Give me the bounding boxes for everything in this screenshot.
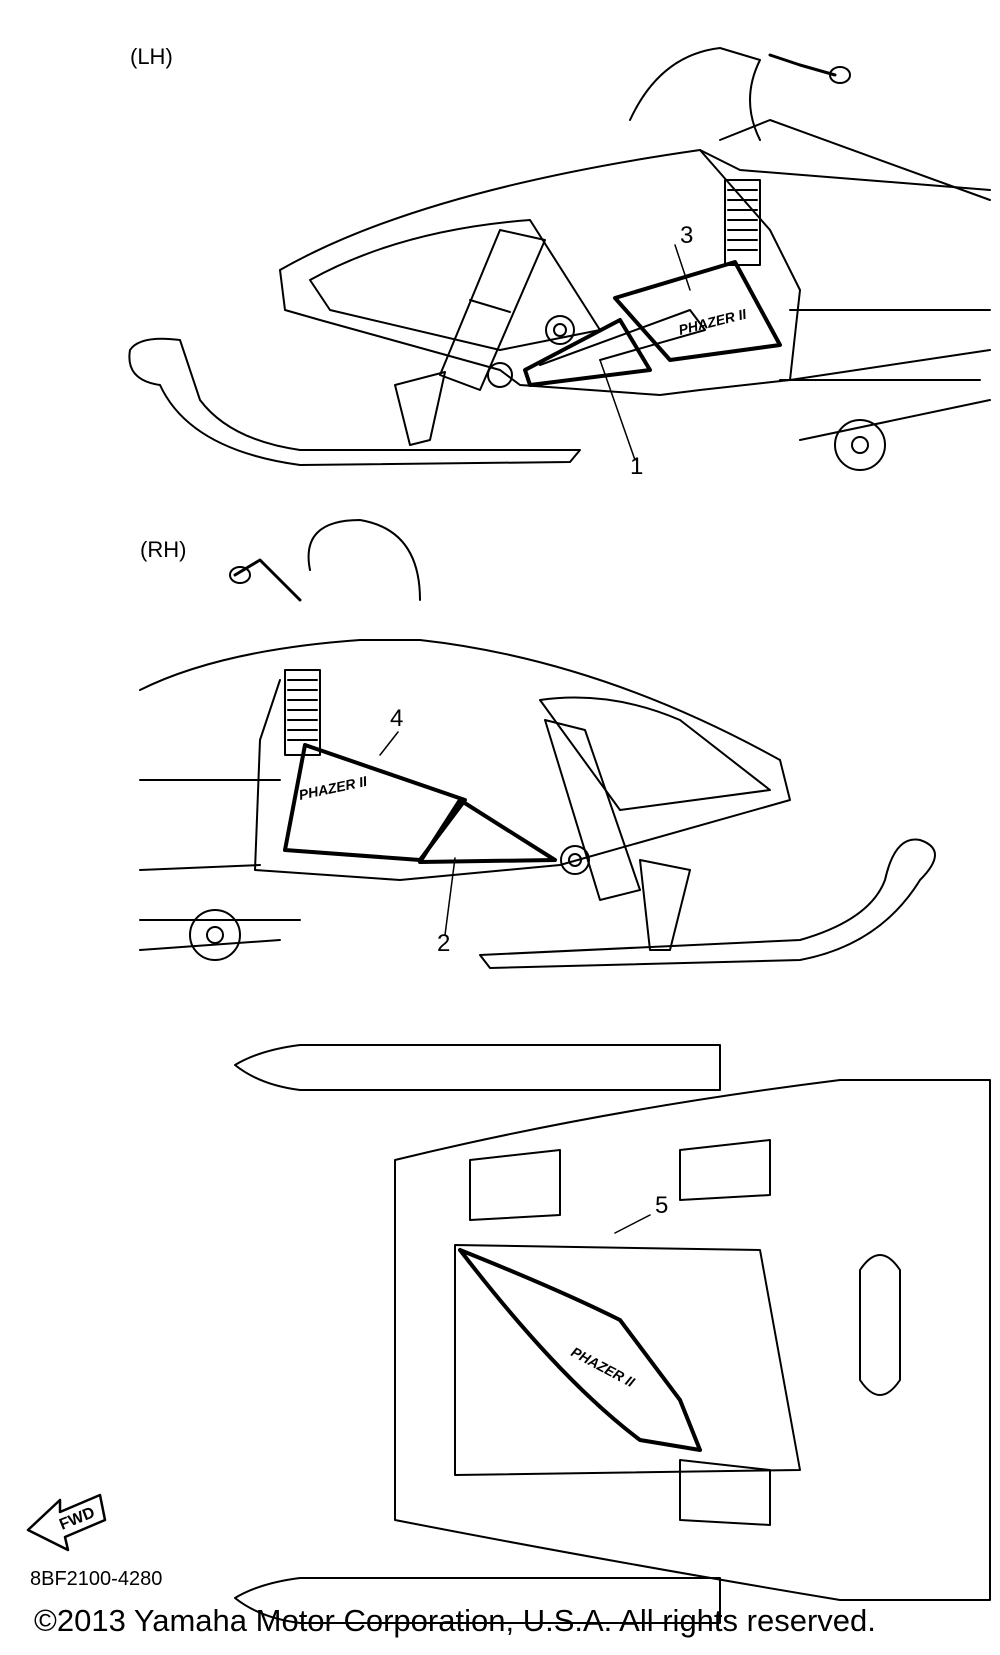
leader-1 <box>599 359 636 461</box>
top-view: PHAZER II FWD <box>26 1044 991 1624</box>
copyright-notice: ©2013 Yamaha Motor Corporation, U.S.A. A… <box>34 1603 876 1638</box>
track <box>779 379 991 441</box>
idler-hub-rh <box>206 926 224 944</box>
callout-4: 4 <box>390 705 404 732</box>
vent-grille-rh <box>284 669 321 756</box>
top-vent-right <box>679 1139 771 1201</box>
fwd-arrow-icon: FWD <box>26 1493 107 1552</box>
spindle <box>394 371 446 446</box>
decal-text-rh: PHAZER II <box>297 773 369 803</box>
top-ski-upper <box>234 1044 721 1091</box>
top-vent-left <box>469 1149 561 1221</box>
side-panel-outline <box>279 149 801 396</box>
idler-hub <box>851 436 869 454</box>
handlebar-grip-rh <box>229 566 251 584</box>
decal-5-top <box>458 1248 702 1452</box>
decal-4-rh <box>283 743 467 862</box>
decal-text-top: PHAZER II <box>569 1344 639 1391</box>
rh-ski <box>479 838 936 969</box>
vent-grille <box>724 179 761 266</box>
windshield-rh <box>307 519 421 601</box>
lh-ski <box>128 337 581 466</box>
top-hood-outline <box>394 1079 991 1601</box>
spindle-rh <box>639 859 691 951</box>
leader-5 <box>614 1214 651 1234</box>
hood-top-rh <box>139 639 781 761</box>
view-label-rh: (RH) <box>140 537 187 562</box>
track-rh <box>139 919 301 951</box>
idler-wheel-rh <box>189 909 241 961</box>
handlebar-rh <box>233 558 302 602</box>
top-ski-lower <box>234 1577 721 1624</box>
leader-3 <box>674 244 691 291</box>
idler-wheel <box>834 419 886 471</box>
view-label-lh: (LH) <box>130 44 173 69</box>
tunnel <box>789 309 991 381</box>
top-panel-outline <box>454 1244 801 1476</box>
callout-1: 1 <box>630 453 644 480</box>
callout-3: 3 <box>680 222 694 249</box>
shock-absorber <box>439 229 575 391</box>
handlebar <box>768 53 837 77</box>
seat-line <box>719 119 991 201</box>
windshield <box>629 47 761 141</box>
side-window-outline <box>309 219 601 351</box>
decal-1-lh <box>523 318 652 387</box>
leader-4 <box>379 731 399 756</box>
callout-2: 2 <box>437 930 451 957</box>
callout-5: 5 <box>655 1192 669 1219</box>
top-vent-lower <box>679 1459 771 1526</box>
leader-2 <box>444 857 456 936</box>
part-number: 8BF2100-4280 <box>30 1568 163 1590</box>
side-window-outline-rh <box>539 696 771 811</box>
shock-absorber-rh <box>544 719 641 901</box>
tunnel-rh <box>139 779 281 871</box>
rh-side-view: PHAZER II <box>139 519 936 969</box>
lh-side-view: PHAZER II <box>128 47 991 471</box>
console-window <box>859 1254 901 1396</box>
decal-2-rh <box>418 798 557 864</box>
handlebar-grip <box>829 66 851 84</box>
fwd-label: FWD <box>57 1504 97 1533</box>
decal-stripe-lh <box>539 309 706 366</box>
hood-top <box>279 149 991 271</box>
side-panel-outline-rh <box>254 679 791 881</box>
decal-3-lh <box>613 260 782 362</box>
